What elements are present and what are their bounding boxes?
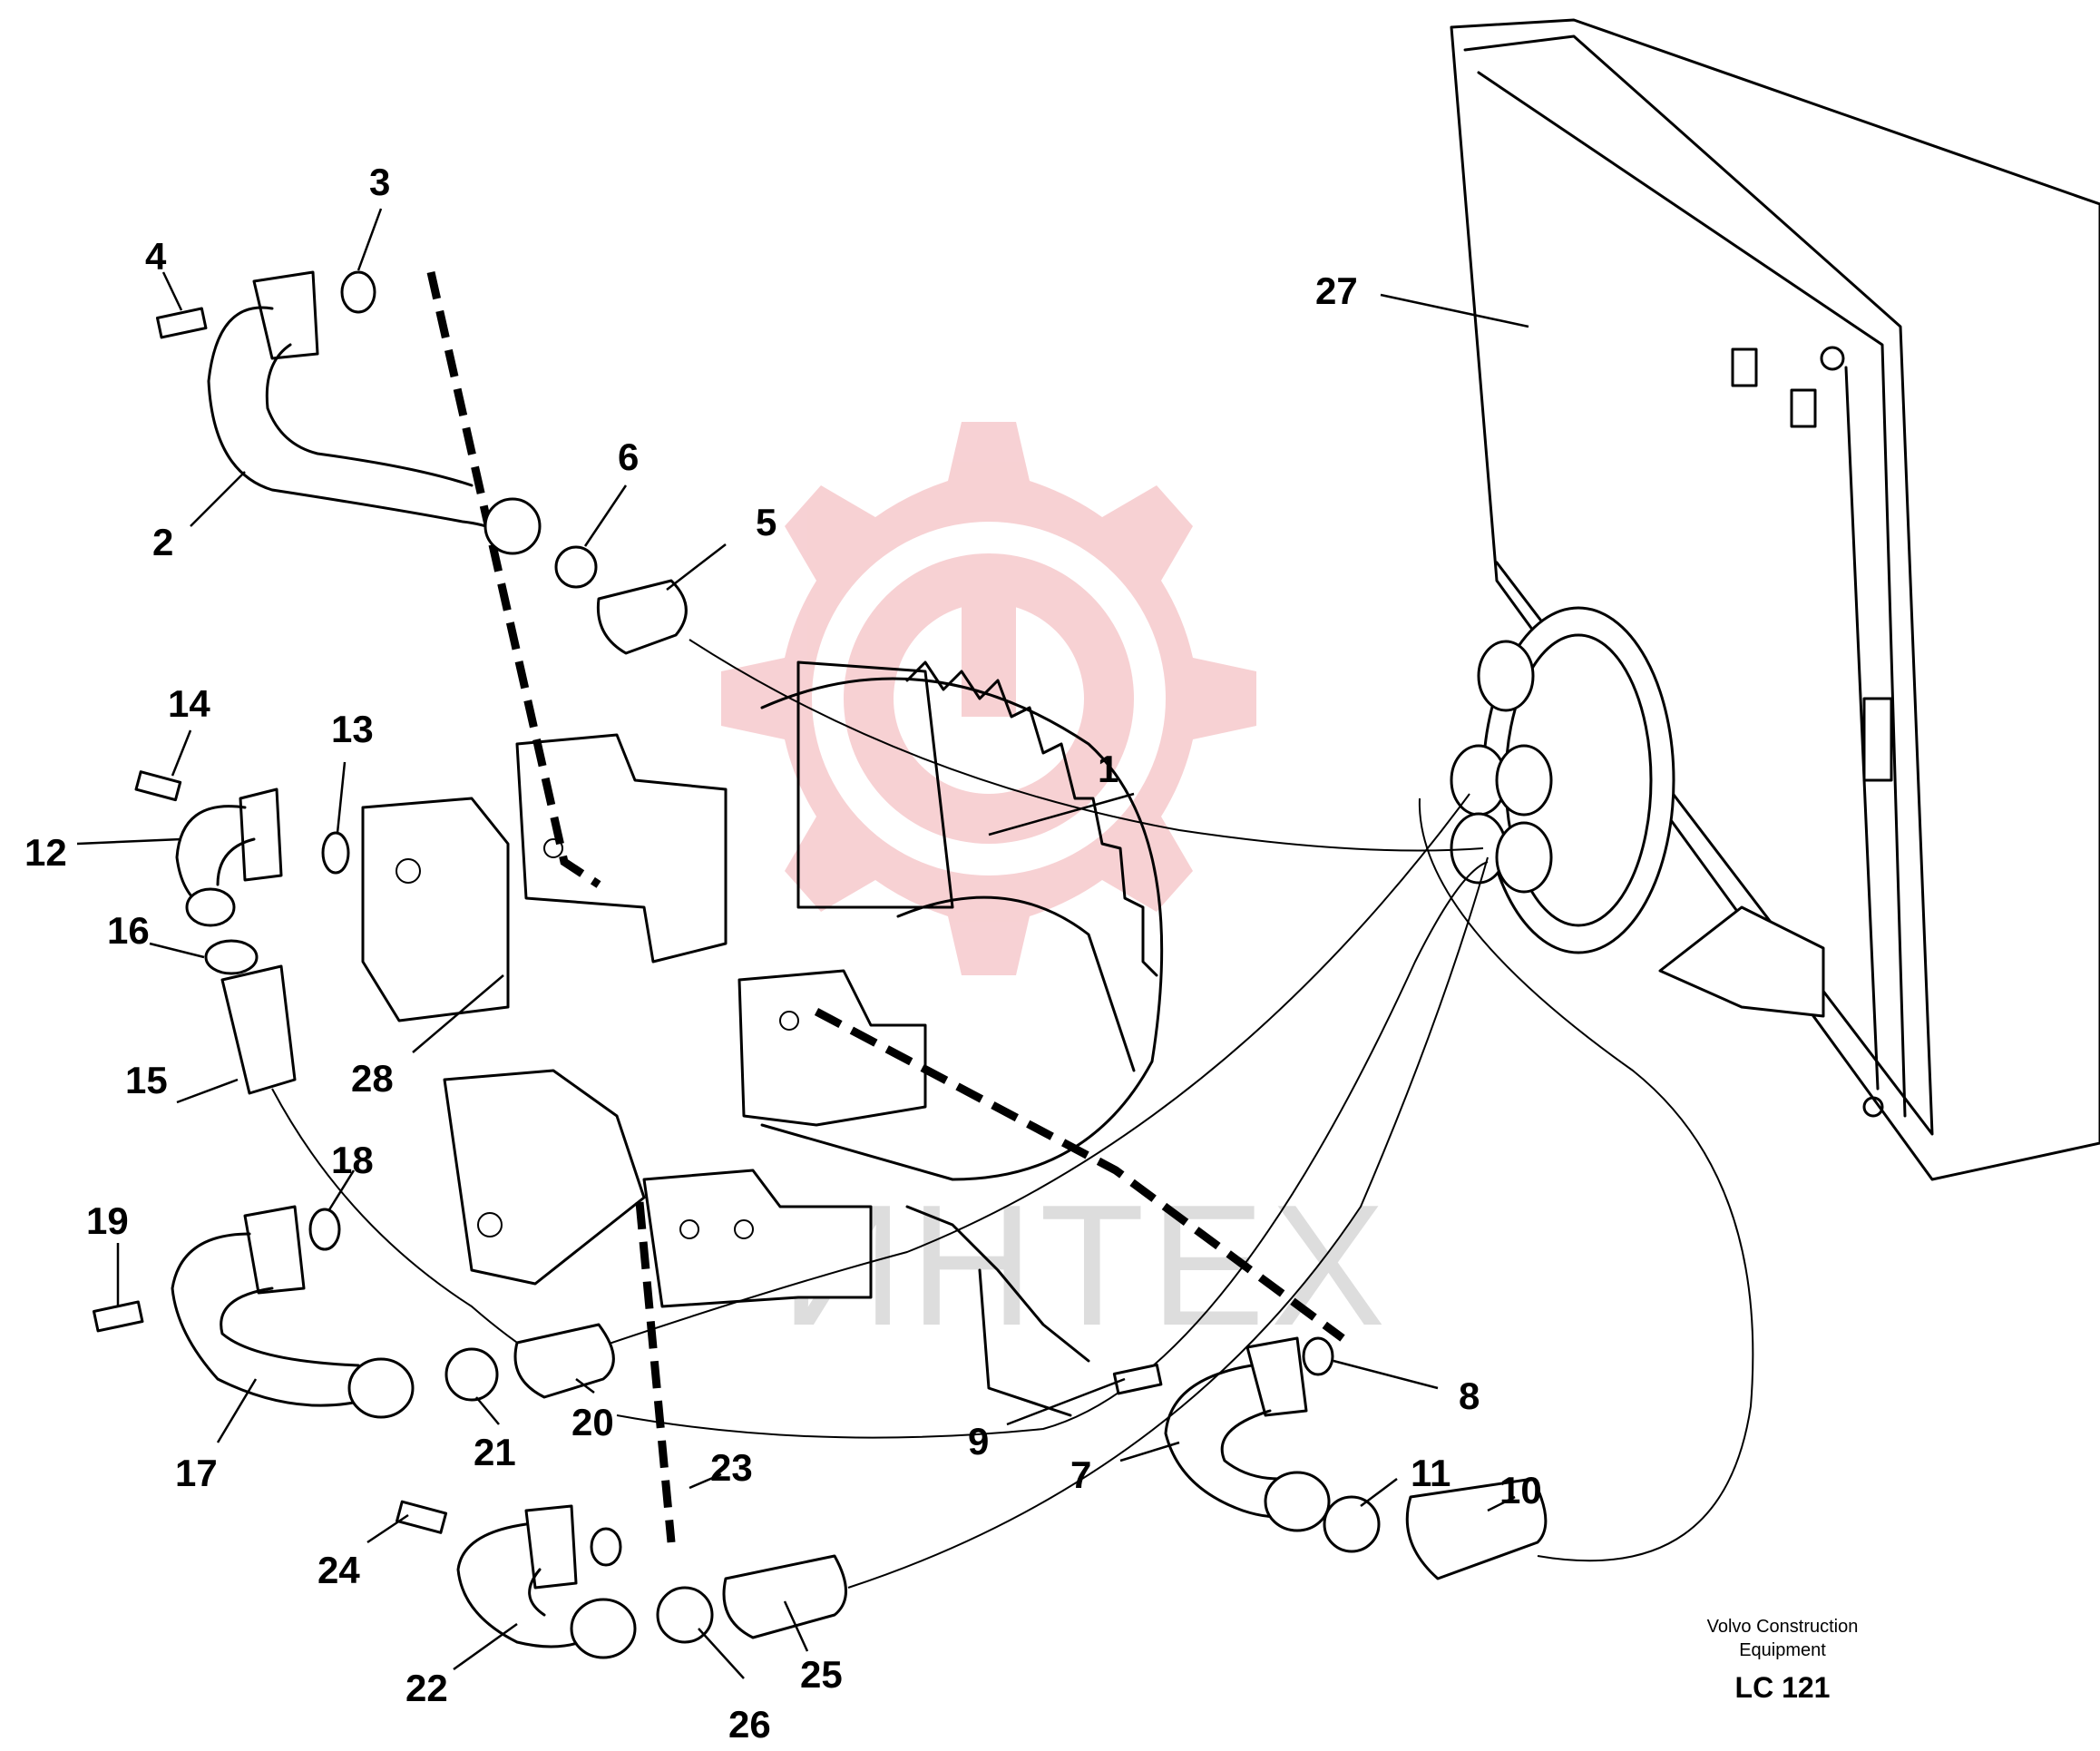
callout-16: 16: [107, 909, 150, 952]
elbow-group-left: [134, 770, 350, 1095]
callout-23: 23: [710, 1446, 753, 1489]
manufacturer-line-2: Equipment: [1739, 1640, 1826, 1660]
pipe-group-bottom: [396, 1500, 847, 1659]
callout-8: 8: [1459, 1374, 1480, 1417]
callout-labels: 1 2 3 4 5 6 7 8 9 10 11 12 13 14 15 16 1…: [24, 161, 1542, 1746]
panel-27: [1450, 18, 2100, 1181]
callout-7: 7: [1070, 1453, 1091, 1496]
callout-14: 14: [168, 682, 210, 725]
callout-19: 19: [86, 1199, 129, 1242]
watermark-text: ИНТЕХ: [780, 1169, 1391, 1362]
footer-credit: Volvo Construction Equipment LC 121: [1674, 1615, 1891, 1705]
pipe-group-right: [1112, 1336, 1548, 1580]
callout-15: 15: [125, 1059, 168, 1101]
callout-9: 9: [968, 1420, 989, 1462]
callout-1: 1: [1098, 748, 1118, 790]
callout-24: 24: [317, 1549, 360, 1591]
dashed-routing-lines: [426, 271, 1345, 1543]
drawing-code: LC 121: [1734, 1671, 1831, 1704]
callout-2: 2: [152, 521, 173, 563]
callout-28: 28: [351, 1057, 394, 1100]
callout-6: 6: [618, 435, 639, 478]
callout-13: 13: [331, 708, 374, 750]
callout-18: 18: [331, 1139, 374, 1181]
callout-20: 20: [571, 1401, 614, 1443]
callout-21: 21: [474, 1431, 516, 1473]
callout-26: 26: [728, 1703, 771, 1746]
callout-22: 22: [405, 1667, 448, 1709]
watermark-gear-logo: ИНТЕХ: [721, 422, 1391, 1362]
hose-routing-wires: [271, 639, 1754, 1589]
manufacturer-line-1: Volvo Construction: [1706, 1617, 1859, 1637]
pipe-group-top: [155, 270, 688, 655]
callout-5: 5: [756, 501, 777, 543]
callout-17: 17: [175, 1452, 218, 1494]
pipe-group-lower-left: [92, 1205, 615, 1419]
callout-10: 10: [1499, 1469, 1542, 1511]
callout-leaders: [76, 208, 1529, 1679]
callout-3: 3: [369, 161, 390, 203]
callout-11: 11: [1411, 1452, 1450, 1494]
callout-25: 25: [800, 1653, 843, 1696]
callout-12: 12: [24, 831, 67, 874]
callout-4: 4: [145, 235, 167, 278]
callout-27: 27: [1315, 269, 1358, 312]
